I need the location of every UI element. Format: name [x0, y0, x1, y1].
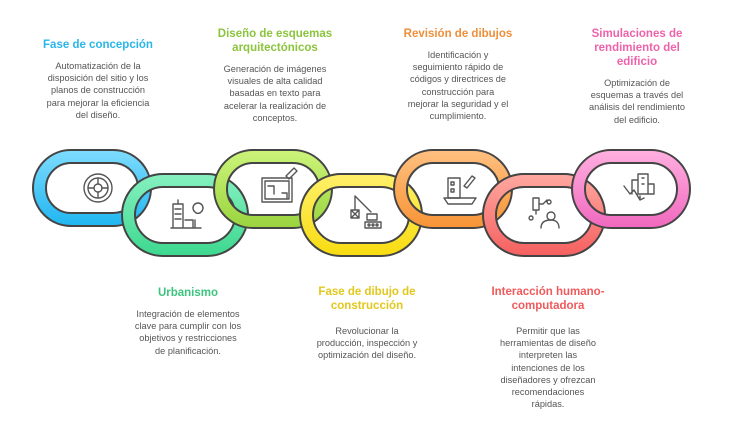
step-title: Fase de dibujo de construcción [318, 286, 416, 312]
step-description: Identificación y seguimiento rápido de c… [407, 50, 509, 122]
step-revision-dibujos: Revisión de dibujos Identificación y seg… [378, 27, 538, 122]
step-fase-concepcion: Fase de concepción Automatización de la … [18, 38, 178, 121]
building-chart-icon [623, 173, 655, 201]
step-title: Diseño de esquemas arquitectónicos [217, 28, 333, 54]
step-description: Integración de elementos clave para cump… [134, 309, 242, 356]
step-description: Generación de imágenes visuales de alta … [223, 64, 327, 123]
step-title: Simulaciones de rendimiento del edificio [591, 28, 683, 68]
chain-link [32, 149, 152, 227]
step-fase-dibujo: Fase de dibujo de construcción Revolucio… [287, 285, 447, 362]
step-description: Revolucionar la producción, inspección y… [316, 326, 418, 361]
step-urbanismo: Urbanismo Integración de elementos clave… [108, 286, 268, 357]
step-title: Interacción humano- computadora [491, 286, 605, 312]
step-interaccion: Interacción humano- computadora Permitir… [468, 285, 628, 410]
chain-link [571, 149, 691, 229]
step-simulaciones: Simulaciones de rendimiento del edificio… [557, 27, 717, 126]
step-title: Urbanismo [157, 287, 219, 299]
crane-icon [350, 195, 382, 229]
laptop-pencil-icon [443, 175, 477, 205]
step-title: Fase de concepción [43, 39, 153, 51]
chain-link [393, 149, 513, 229]
human-computer-icon [528, 197, 560, 229]
step-description: Permitir que las herramientas de diseño … [499, 326, 597, 410]
step-title: Revisión de dibujos [403, 28, 513, 40]
roundabout-icon [83, 173, 113, 203]
blueprint-pencil-icon [261, 167, 298, 203]
step-description: Optimización de esquemas a través del an… [588, 78, 685, 125]
step-description: Automatización de la disposición del sit… [46, 61, 150, 120]
chain-link [213, 149, 333, 229]
step-diseno-esquemas: Diseño de esquemas arquitectónicos Gener… [195, 27, 355, 124]
city-building-tree-icon [170, 199, 204, 229]
